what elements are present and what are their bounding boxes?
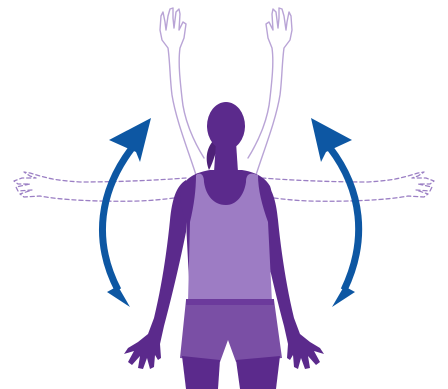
woman-standing-icon [124,102,324,389]
neck [214,142,238,172]
shorts [180,300,282,362]
left-raised-arm [160,8,204,175]
left-outstretched-arm [14,172,186,201]
curved-double-arrow-icon [102,118,151,307]
curved-double-arrow-icon [311,118,359,307]
left-leg [182,356,220,389]
left-arrow-shaft [102,148,132,290]
right-raised-arm [248,8,292,175]
shorts-waistband [186,299,274,305]
right-arrow-shaft [330,148,359,290]
right-leg [236,356,280,389]
left-arm [124,180,186,369]
